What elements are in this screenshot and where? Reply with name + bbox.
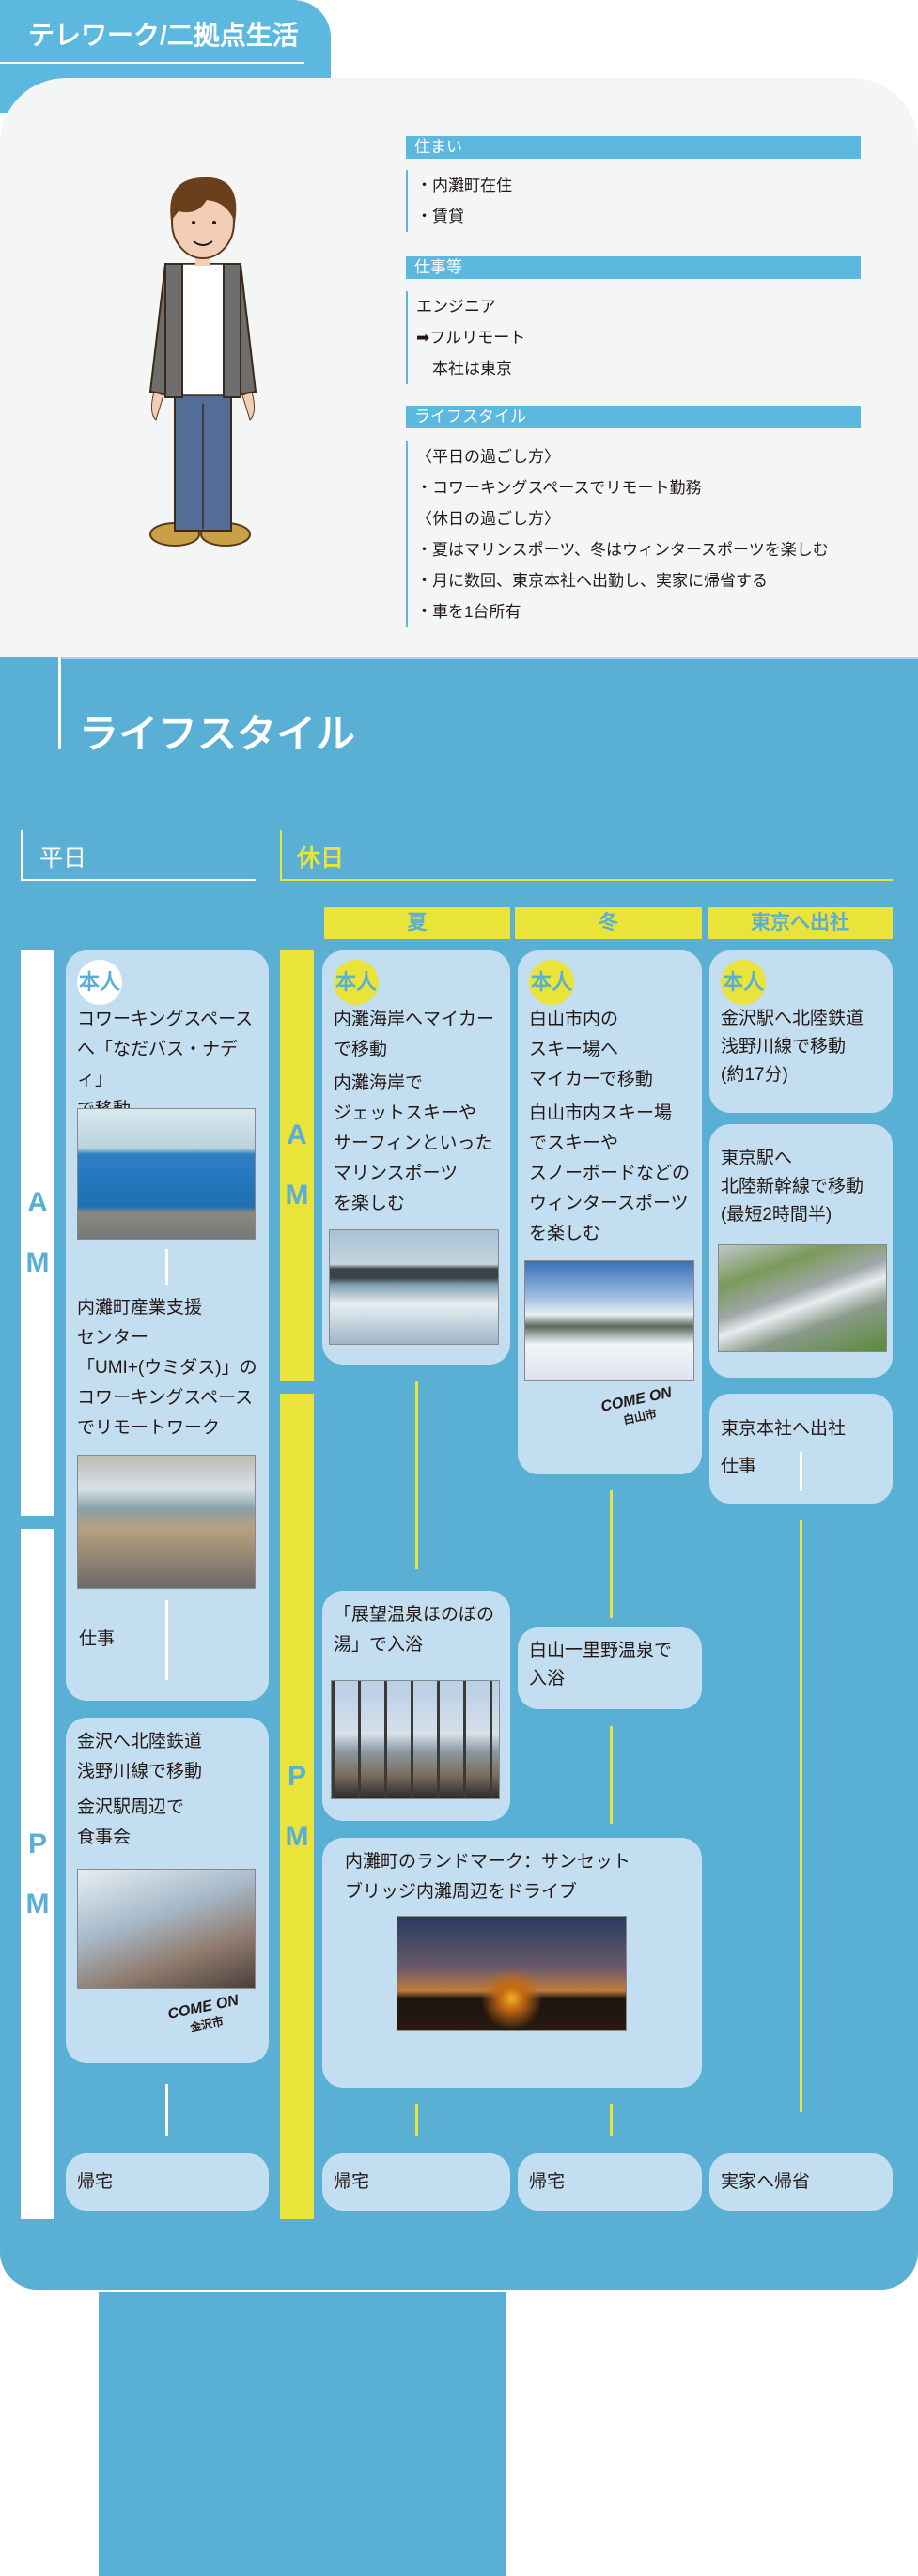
list-item: ・車を1台所有 <box>416 603 521 621</box>
list-item: ・コワーキングスペースでリモート勤務 <box>416 479 702 497</box>
self-badge: 本人 <box>721 960 766 1005</box>
list-item: ・月に数回、東京本社へ出勤し、実家に帰省する <box>416 572 768 590</box>
list-item: 〈平日の過ごし方〉 <box>416 448 560 466</box>
timeline-line <box>610 2104 613 2136</box>
tokyo-end: 実家へ帰省 <box>709 2153 893 2211</box>
timeline-line <box>165 2084 168 2136</box>
timeline-line <box>610 1490 613 1618</box>
summer-card-onsen: 「展望温泉ほのぼの湯」で入浴 <box>322 1591 510 1821</box>
section-title: ライフスタイル <box>79 712 356 756</box>
timeline-line <box>610 1726 613 1824</box>
list-item: 〈休日の過ごし方〉 <box>416 510 560 528</box>
list-item: エンジニア <box>416 298 496 316</box>
drive-card: 内灘町のランドマーク：サンセットブリッジ内灘周辺をドライブ <box>322 1838 702 2088</box>
list-item: ・賃貸 <box>416 208 464 225</box>
section-bar-work: 仕事等 <box>406 256 861 279</box>
list-item: ・内灘町在住 <box>416 177 512 194</box>
divider <box>62 657 918 659</box>
summer-end: 帰宅 <box>322 2153 510 2211</box>
kanazawa-station-photo <box>77 1869 256 1989</box>
work-list: エンジニア ➡フルリモート 本社は東京 <box>406 291 525 384</box>
winter-end: 帰宅 <box>518 2153 702 2211</box>
coworking-text: 内灘町産業支援センター「UMI+(ウミダス)」のコワーキングスペースでリモートワ… <box>77 1298 257 1438</box>
winter-card-ski: 本人 白山市内のスキー場へマイカーで移動 白山市内スキー場でスキーやスノーボード… <box>518 950 702 1474</box>
self-badge: 本人 <box>529 960 574 1005</box>
work-text: 仕事 <box>79 1629 116 1649</box>
list-item: 本社は東京 <box>416 360 512 378</box>
holiday-header: 休日 <box>280 830 893 881</box>
season-winter: 冬 <box>515 907 702 939</box>
self-badge: 本人 <box>77 960 122 1005</box>
list-item: ・夏はマリンスポーツ、冬はウィンタースポーツを楽しむ <box>416 541 829 559</box>
section-bar-lifestyle: ライフスタイル <box>406 406 861 428</box>
tokyo-card-train: 本人 金沢駅へ北陸鉄道浅野川線で移動(約17分) <box>709 950 893 1113</box>
timeline-line <box>800 1520 802 2112</box>
tokyo-card-shinkansen: 東京駅へ北陸新幹線で移動(最短2時間半) <box>709 1124 893 1378</box>
lifestyle-list: 〈平日の過ごし方〉 ・コワーキングスペースでリモート勤務 〈休日の過ごし方〉 ・… <box>406 441 829 627</box>
weekday-end: 帰宅 <box>66 2153 269 2211</box>
footer-block <box>99 2292 506 2576</box>
tokyo-card-office: 東京本社へ出社仕事 <box>709 1394 893 1504</box>
person-illustration <box>148 177 257 547</box>
timeline-line <box>165 1249 168 1285</box>
bus-photo <box>77 1108 256 1240</box>
beach-photo <box>329 1229 499 1345</box>
shinkansen-photo <box>718 1244 887 1352</box>
housing-list: ・内灘町在住 ・賃貸 <box>406 170 512 232</box>
weekday-header: 平日 <box>21 830 256 881</box>
timeline-line <box>415 2104 418 2136</box>
sunset-bridge-photo <box>397 1916 627 2031</box>
title-underline <box>0 62 304 64</box>
section-bar-housing: 住まい <box>406 136 861 159</box>
page-title: テレワーク/二拠点生活 <box>28 21 299 50</box>
season-summer: 夏 <box>324 907 510 939</box>
season-tokyo: 東京へ出社 <box>708 907 893 939</box>
summer-card-beach: 本人 内灘海岸へマイカーで移動 内灘海岸でジェットスキーやサーフィンといったマリ… <box>322 950 510 1365</box>
coworking-photo <box>77 1455 256 1589</box>
timeline-line <box>800 1452 802 1491</box>
timeline-line <box>165 1600 168 1680</box>
winter-card-onsen: 白山一里野温泉で入浴 <box>518 1627 702 1709</box>
list-item: ➡フルリモート <box>416 329 526 347</box>
ski-photo <box>524 1260 694 1381</box>
onsen-photo <box>331 1680 500 1799</box>
divider <box>58 657 61 749</box>
timeline-line <box>415 1381 418 1569</box>
self-badge: 本人 <box>334 960 379 1005</box>
